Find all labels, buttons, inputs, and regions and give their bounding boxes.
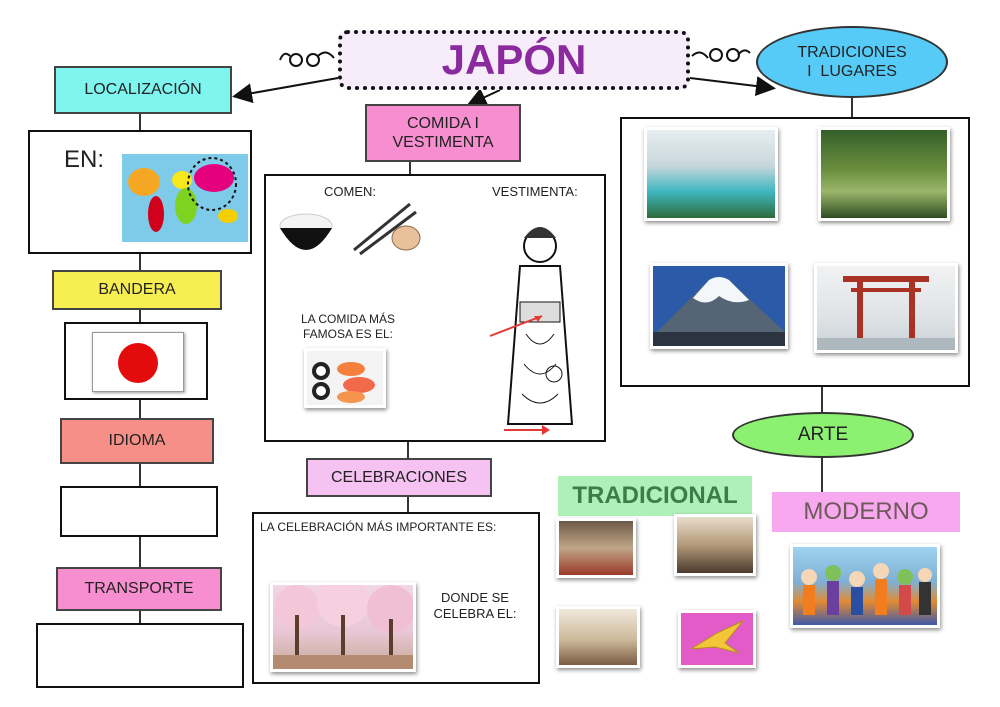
moderno-text: MODERNO	[803, 498, 929, 525]
cherry-blossom-photo	[270, 582, 416, 672]
comida-vestimenta-label: COMIDA I VESTIMENTA	[365, 104, 521, 162]
japanese-garden-photo	[818, 127, 950, 221]
left-swirl-ornament	[279, 51, 335, 67]
anime-characters-photo	[790, 544, 940, 628]
sushi-photo	[304, 348, 386, 408]
japan-flag-image	[92, 332, 184, 392]
right-swirl-ornament	[691, 48, 751, 62]
samurai-performers-photo	[556, 518, 636, 578]
mount-fuji-photo	[650, 263, 788, 349]
transporte-label: TRANSPORTE	[56, 567, 222, 611]
world-map-image	[122, 154, 248, 242]
tradicional-label: TRADICIONAL	[558, 476, 752, 516]
transporte-text: TRANSPORTE	[84, 580, 194, 597]
vestimenta-label: VESTIMENTA:	[492, 184, 578, 199]
donde-line2: CELEBRA EL:	[433, 606, 517, 621]
torii-icon	[817, 276, 955, 350]
comen-label: COMEN:	[324, 184, 376, 199]
idioma-text: IDIOMA	[108, 432, 166, 449]
donde-celebra-text: DONDE SE CELEBRA EL:	[430, 590, 520, 622]
flag-frame	[64, 322, 208, 400]
kimono-arrow-icon	[489, 315, 543, 337]
celebraciones-frame: LA CELEBRACIÓN MÁS IMPORTANTE ES: DONDE …	[252, 512, 540, 684]
arrow-to-comida	[466, 88, 501, 107]
title-box: JAPÓN	[338, 30, 690, 90]
arrow-to-tradiciones	[689, 76, 776, 96]
map-frame: EN:	[28, 130, 252, 254]
arte-text: ARTE	[797, 424, 849, 445]
anime-group-icon	[801, 563, 932, 615]
world-map-icon	[128, 157, 238, 232]
tea-ceremony-photo	[674, 514, 756, 576]
footwear-arrow-icon	[504, 425, 550, 435]
geisha-photo	[556, 606, 640, 668]
idioma-label: IDIOMA	[60, 418, 214, 464]
mountain-icon	[653, 277, 785, 346]
rice-bowl-icon	[279, 213, 333, 250]
famosa-line2: FAMOSA ES EL:	[302, 327, 394, 341]
tradiciones-line1: TRADICIONES	[797, 44, 907, 61]
comida-vestimenta-frame: COMEN: VESTIMENTA: LA COMIDA MÁS FAMOSA …	[264, 174, 606, 442]
comida-line2: VESTIMENTA	[392, 134, 494, 151]
idioma-answer-box[interactable]	[60, 486, 218, 537]
hot-spring-photo	[644, 127, 778, 221]
arrow-to-localizacion	[232, 77, 339, 104]
red-sun-icon	[118, 343, 158, 383]
celebracion-importante-label: LA CELEBRACIÓN MÁS IMPORTANTE ES:	[260, 520, 497, 534]
origami-crane-icon	[690, 620, 744, 654]
torii-gate-photo	[814, 263, 958, 353]
tradiciones-frame	[620, 117, 970, 387]
comida-famosa-text: LA COMIDA MÁS FAMOSA ES EL:	[288, 312, 408, 342]
tradicional-text: TRADICIONAL	[572, 482, 738, 509]
sushi-icon	[312, 362, 375, 403]
comida-line1: COMIDA I	[406, 115, 479, 132]
origami-crane-photo	[678, 610, 756, 668]
kimono-figure-icon	[506, 227, 574, 425]
tradiciones-line2: I LUGARES	[807, 63, 897, 80]
arte-label: ARTE	[732, 412, 914, 458]
bandera-text: BANDERA	[98, 281, 176, 298]
moderno-label: MODERNO	[772, 492, 960, 532]
famosa-line1: LA COMIDA MÁS	[300, 312, 396, 326]
localizacion-text: LOCALIZACIÓN	[84, 81, 202, 98]
transporte-answer-box[interactable]	[36, 623, 244, 688]
donde-line1: DONDE SE	[441, 590, 509, 605]
en-label: EN:	[64, 146, 105, 173]
chopsticks-icon	[353, 202, 421, 256]
cherry-tree-icon	[273, 585, 413, 669]
tradiciones-lugares-label: TRADICIONES I LUGARES	[756, 26, 948, 98]
page-title: JAPÓN	[441, 36, 587, 83]
celebraciones-label: CELEBRACIONES	[306, 458, 492, 497]
localizacion-label: LOCALIZACIÓN	[54, 66, 232, 114]
celebraciones-text: CELEBRACIONES	[330, 468, 468, 486]
bandera-label: BANDERA	[52, 270, 222, 310]
